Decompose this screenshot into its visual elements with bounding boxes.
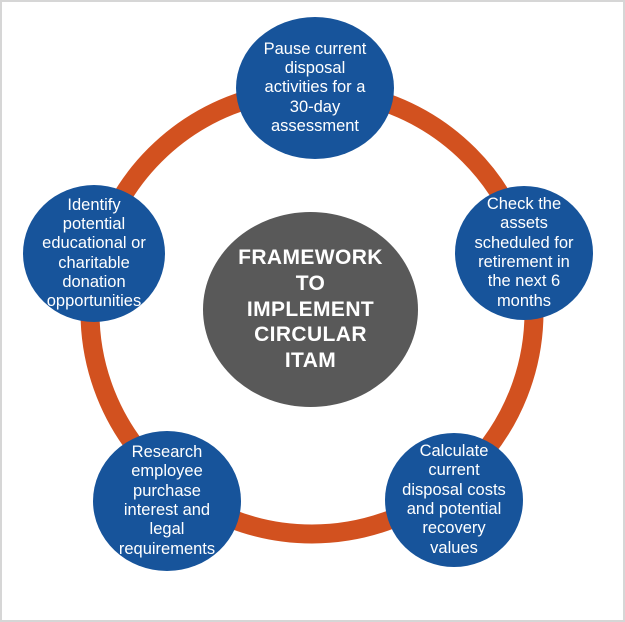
node-calculate-disposal-costs-label: Calculate current disposal costs and pot… (402, 442, 506, 557)
node-check-assets-retirement: Check the assets scheduled for retiremen… (455, 186, 593, 320)
node-pause-disposal-activities-label: Pause current disposal activities for a … (263, 39, 367, 135)
node-calculate-disposal-costs: Calculate current disposal costs and pot… (385, 433, 523, 567)
node-identify-donation-opportunities-label: Identify potential educational or charit… (42, 195, 146, 311)
center-node-label: FRAMEWORK TO IMPLEMENT CIRCULAR ITAM (238, 246, 383, 372)
node-check-assets-retirement-label: Check the assets scheduled for retiremen… (474, 195, 574, 310)
center-node-framework-circular-itam: FRAMEWORK TO IMPLEMENT CIRCULAR ITAM (203, 212, 418, 407)
node-identify-donation-opportunities: Identify potential educational or charit… (23, 185, 165, 322)
node-research-employee-purchase: Research employee purchase interest and … (93, 431, 241, 571)
node-research-employee-purchase-label: Research employee purchase interest and … (118, 443, 216, 558)
node-pause-disposal-activities: Pause current disposal activities for a … (236, 17, 394, 159)
